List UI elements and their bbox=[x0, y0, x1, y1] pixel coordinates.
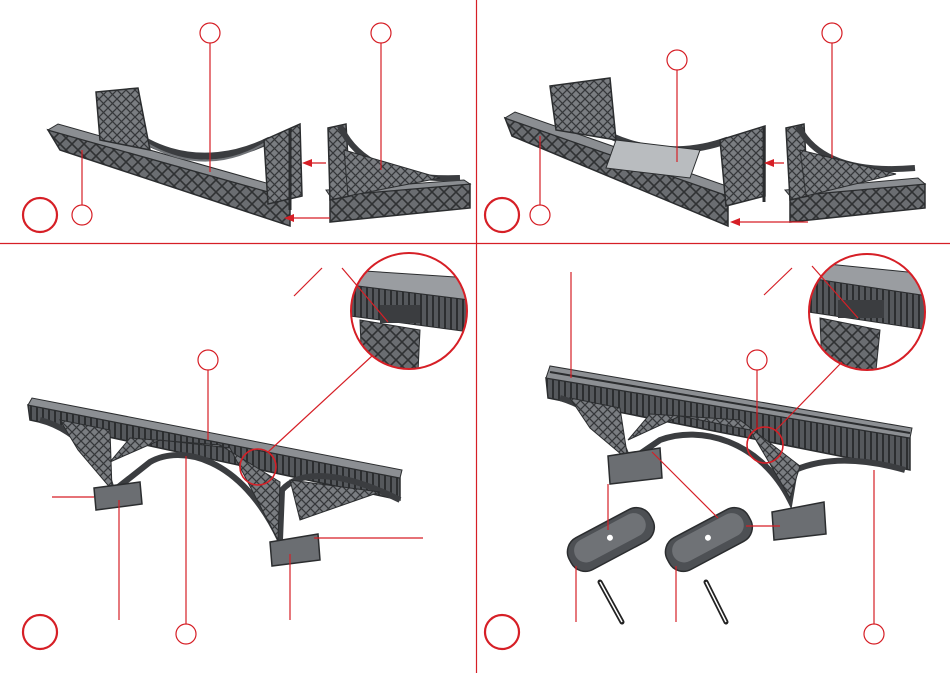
callout-circle bbox=[200, 23, 220, 43]
suspension-bridge-section-icon bbox=[505, 78, 765, 226]
callout-circle bbox=[176, 624, 196, 644]
callout-leaders bbox=[23, 350, 423, 649]
suspension-bridge-end-icon bbox=[326, 124, 470, 222]
callout-circle bbox=[667, 50, 687, 70]
callout-circle bbox=[864, 624, 884, 644]
callout-circle bbox=[747, 350, 767, 370]
callout-circle bbox=[530, 205, 550, 225]
callout-circle bbox=[371, 23, 391, 43]
step-number-circle bbox=[23, 615, 57, 649]
panel-step-3 bbox=[23, 252, 470, 649]
arch-bridge-icon bbox=[28, 398, 402, 540]
step-number-circle bbox=[485, 198, 519, 232]
pier-base-icon bbox=[562, 502, 758, 577]
panel-step-1 bbox=[23, 23, 470, 232]
glue-tube-icon bbox=[600, 582, 726, 622]
panel-step-4 bbox=[485, 254, 928, 649]
pier-icon bbox=[94, 482, 320, 566]
panel-step-2 bbox=[485, 23, 925, 232]
callout-circle bbox=[198, 350, 218, 370]
step-number-circle bbox=[485, 615, 519, 649]
callout-circle bbox=[72, 205, 92, 225]
callout-circle bbox=[822, 23, 842, 43]
step-number-circle bbox=[23, 198, 57, 232]
double-track-arch-bridge-icon bbox=[546, 366, 912, 500]
suspension-bridge-end-icon bbox=[785, 124, 925, 222]
